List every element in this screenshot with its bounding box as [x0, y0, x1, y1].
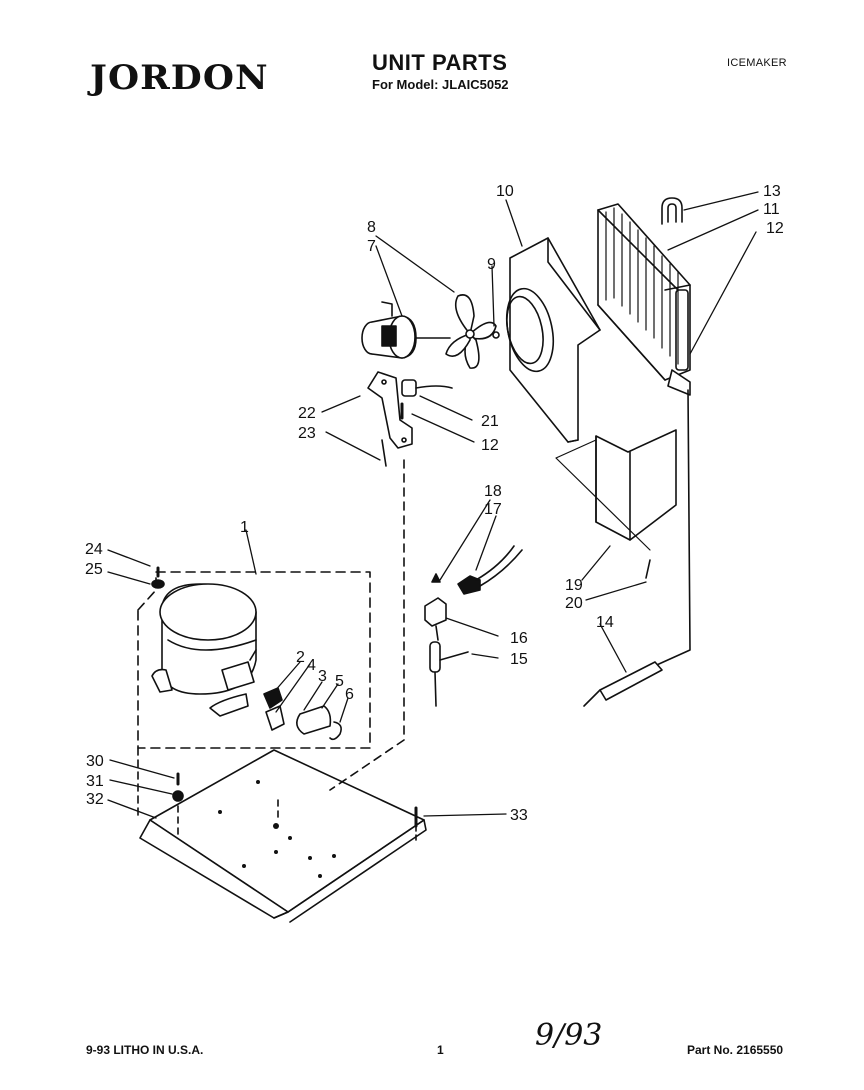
callout-25: 25 [85, 561, 103, 578]
fan-shroud [505, 237, 601, 443]
motor-capacitor [401, 379, 453, 397]
part-number: Part No. 2165550 [687, 1043, 784, 1057]
relay-assembly [424, 545, 523, 707]
compressor-components [263, 687, 342, 741]
callout-19: 19 [565, 577, 583, 594]
fan-motor [361, 301, 451, 359]
callout-21: 21 [481, 413, 499, 430]
callout-18: 18 [484, 483, 502, 500]
motor-bracket [367, 371, 413, 467]
callout-13: 13 [763, 183, 781, 200]
print-info: 9-93 LITHO IN U.S.A. [86, 1043, 204, 1057]
callout-14: 14 [596, 614, 614, 631]
callout-10: 10 [496, 183, 514, 200]
callout-12a: 12 [766, 220, 784, 237]
callout-6: 6 [345, 686, 354, 703]
category-label: ICEMAKER [727, 57, 787, 69]
callout-labels: 1 2 3 4 5 6 7 8 9 10 11 12 12 13 14 15 1… [85, 183, 784, 824]
callout-16: 16 [510, 630, 528, 647]
callout-32: 32 [86, 791, 104, 808]
condenser-coil [597, 203, 691, 396]
base-pan [139, 749, 427, 923]
compressor [151, 583, 257, 717]
callout-12b: 12 [481, 437, 499, 454]
callout-15: 15 [510, 651, 528, 668]
callout-11: 11 [763, 201, 780, 218]
callout-31: 31 [86, 773, 104, 790]
callout-3: 3 [318, 668, 327, 685]
callout-5: 5 [335, 673, 344, 690]
callout-33: 33 [510, 807, 528, 824]
callout-22: 22 [298, 405, 316, 422]
callout-23: 23 [298, 425, 316, 442]
refrigerant-tubing [649, 389, 691, 669]
handwritten-date: 9/93 [535, 1018, 603, 1053]
evaporator-plate [595, 429, 677, 541]
callout-30: 30 [86, 753, 104, 770]
callout-17: 17 [484, 501, 502, 518]
brand-logo: JORDON [90, 58, 269, 98]
callout-7: 7 [367, 238, 376, 255]
model-subtitle: For Model: JLAIC5052 [372, 77, 509, 92]
callout-20: 20 [565, 595, 583, 612]
fan-blade [445, 294, 500, 369]
callout-8: 8 [367, 219, 376, 236]
callout-2: 2 [296, 649, 305, 666]
page-title: UNIT PARTS [372, 50, 508, 75]
u-bend-tube [661, 197, 683, 225]
callout-9: 9 [487, 256, 496, 273]
callout-1: 1 [240, 519, 249, 536]
page-number: 1 [437, 1043, 444, 1057]
callout-24: 24 [85, 541, 103, 558]
callout-4: 4 [307, 657, 316, 674]
filter-drier [583, 661, 663, 707]
mounting-hardware [151, 566, 418, 845]
